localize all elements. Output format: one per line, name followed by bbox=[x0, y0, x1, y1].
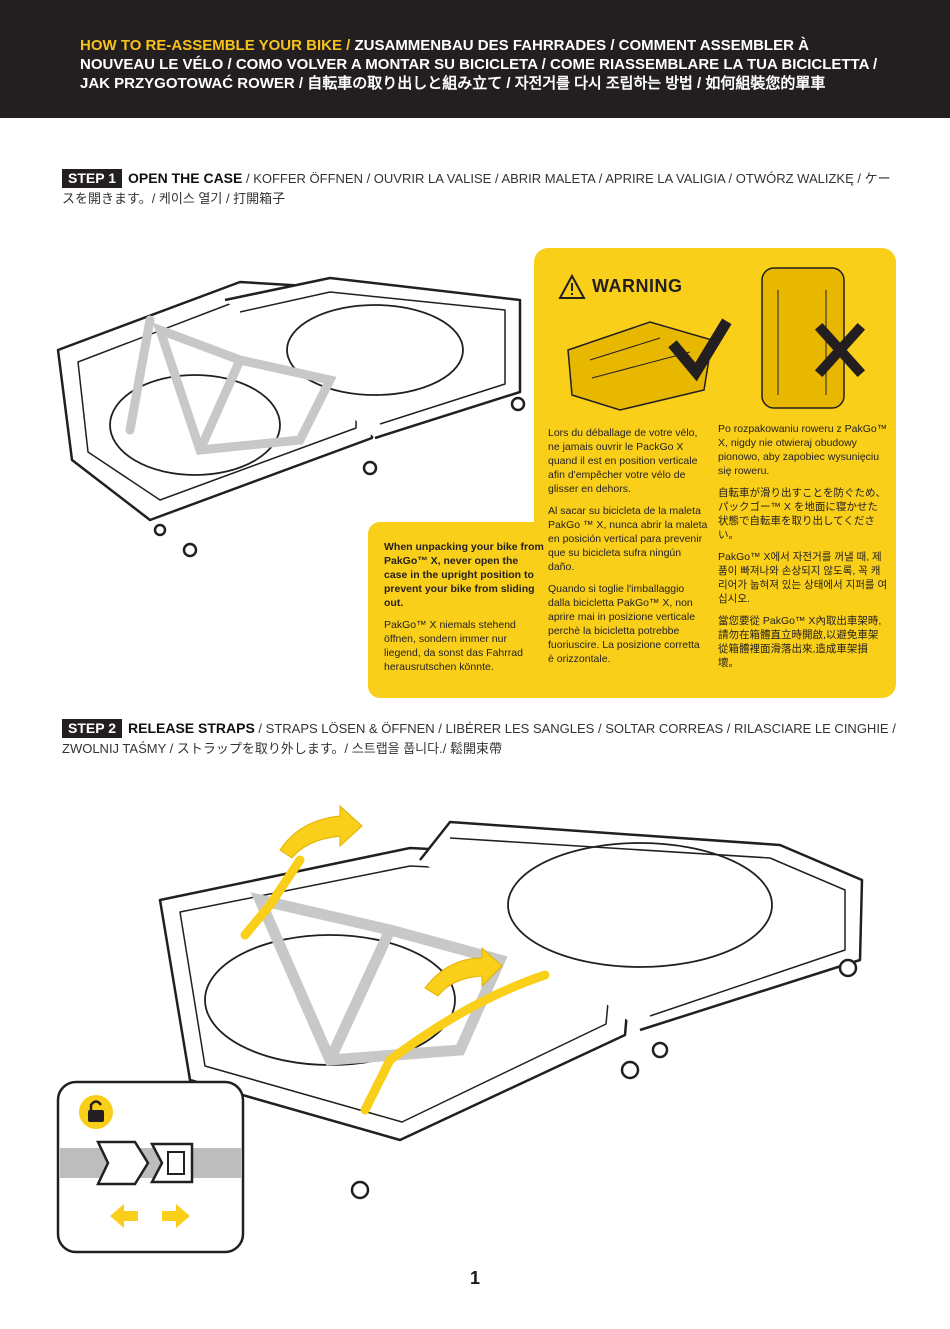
warning-text-zh: 當您要從 PakGo™ X內取出車架時,請勿在箱體直立時開啟,以避免車架從箱體裡… bbox=[718, 615, 882, 669]
warning-text-ko: PakGo™ X에서 자전거를 꺼낼 때, 제품이 빠져나와 손상되지 않도록,… bbox=[718, 551, 888, 605]
step1-heading: STEP 1 OPEN THE CASE / KOFFER ÖFFNEN / OU… bbox=[62, 168, 902, 209]
header-title: HOW TO RE-ASSEMBLE YOUR BIKE / ZUSAMMENB… bbox=[80, 36, 880, 93]
cross-icon bbox=[814, 322, 866, 378]
warning-text-fr-es-it: Lors du déballage de votre vélo, ne jama… bbox=[548, 426, 708, 674]
page-number: 1 bbox=[469, 1268, 480, 1288]
open-case-illustration bbox=[56, 276, 526, 558]
curved-arrow-icon bbox=[424, 946, 503, 997]
arrow-left-icon bbox=[110, 1204, 138, 1228]
arrow-right-icon bbox=[162, 1204, 190, 1228]
strap-icon bbox=[240, 855, 550, 1115]
warning-text-es: Al sacar su bicicleta de la maleta PakGo… bbox=[548, 505, 708, 573]
header-title-translations: ZUSAMMENBAU DES FAHRRADES / COMMENT ASSE… bbox=[80, 37, 878, 92]
header-title-highlight: HOW TO RE-ASSEMBLE YOUR BIKE / bbox=[80, 37, 351, 54]
step1-badge: STEP 1 bbox=[62, 169, 122, 188]
warning-text-en: When unpacking your bike from PakGo™ X, … bbox=[384, 541, 544, 609]
curved-arrow-icon bbox=[279, 804, 363, 859]
step1-translations: / KOFFER ÖFFNEN / OUVRIR LA VALISE / ABR… bbox=[62, 171, 891, 206]
step2-heading: STEP 2 RELEASE STRAPS / STRAPS LÖSEN & ÖF… bbox=[62, 718, 902, 759]
warning-title: WARNING bbox=[592, 276, 683, 296]
header-bar: HOW TO RE-ASSEMBLE YOUR BIKE / ZUSAMMENB… bbox=[0, 0, 950, 118]
release-straps-illustration bbox=[158, 820, 864, 1200]
warning-text-de: PakGo™ X niemals stehend öffnen, sondern… bbox=[384, 619, 523, 673]
warning-text-pl-ja-ko-zh: Po rozpakowaniu roweru z PakGo™ X, nigdy… bbox=[718, 422, 888, 678]
step2-title: RELEASE STRAPS bbox=[128, 720, 255, 736]
bike-frame-icon bbox=[125, 315, 337, 455]
checkmark-icon bbox=[668, 318, 732, 382]
warning-text-ja: 自転車が滑り出すことを防ぐため、パックゴー™ X を地面に寝かせた状態で自転車を… bbox=[718, 487, 886, 541]
warning-text-fr: Lors du déballage de votre vélo, ne jama… bbox=[548, 427, 698, 495]
step1-title: OPEN THE CASE bbox=[128, 170, 243, 186]
step2-translations: / STRAPS LÖSEN & ÖFFNEN / LIBÉRER LES SA… bbox=[62, 721, 896, 756]
warning-text-pl: Po rozpakowaniu roweru z PakGo™ X, nigdy… bbox=[718, 423, 888, 477]
warning-text-it: Quando si toglie l'imballaggio dalla bic… bbox=[548, 583, 700, 665]
step2-badge: STEP 2 bbox=[62, 719, 122, 738]
unlock-icon bbox=[79, 1095, 113, 1129]
warning-triangle-icon bbox=[558, 273, 586, 299]
warning-text-en-de: When unpacking your bike from PakGo™ X, … bbox=[384, 540, 544, 682]
warning-panel-tab bbox=[368, 522, 548, 698]
